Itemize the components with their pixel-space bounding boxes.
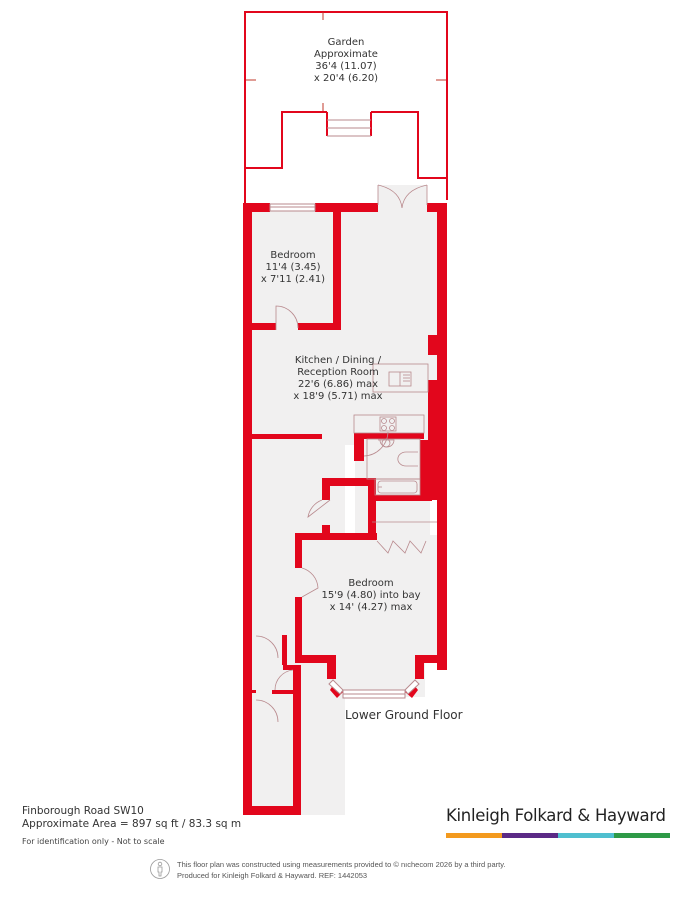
floor-fill	[245, 205, 445, 815]
kitchen-units	[353, 363, 429, 434]
brand-name: Kinleigh Folkard & Hayward	[446, 806, 666, 825]
kitchen-dim1: 22'6 (6.86) max	[297, 379, 379, 390]
bedroom1-name: Bedroom	[270, 250, 316, 261]
floor-name: Lower Ground Floor	[345, 708, 463, 722]
garden-approx: Approximate	[314, 49, 378, 60]
garden-label: Garden Approximate 36'4 (11.07) x 20'4 (…	[296, 37, 396, 85]
kitchen-name2: Reception Room	[297, 367, 379, 378]
garden-steps	[327, 119, 371, 137]
bedroom1-dim2: x 7'11 (2.41)	[260, 274, 326, 285]
bedroom2-dim1: 15'9 (4.80) into bay	[321, 590, 421, 601]
garden-dim2: x 20'4 (6.20)	[313, 73, 379, 84]
kitchen-dim2: x 18'9 (5.71) max	[293, 391, 383, 402]
garden-dimension-arrows	[246, 12, 446, 111]
footer-text: This floor plan was constructed using me…	[177, 859, 505, 881]
approximate-area: Approximate Area = 897 sq ft / 83.3 sq m	[22, 818, 242, 830]
windows	[269, 203, 316, 212]
bedroom1-label: Bedroom 11'4 (3.45) x 7'11 (2.41)	[252, 250, 334, 286]
walls	[243, 203, 447, 815]
brand-bar-green	[614, 833, 670, 838]
garden-outline	[244, 11, 448, 203]
garden-name: Garden	[327, 37, 365, 48]
person-icon	[150, 859, 170, 879]
kitchen-label: Kitchen / Dining / Reception Room 22'6 (…	[278, 355, 398, 403]
footer-line2: Produced for Kinleigh Folkard & Hayward.…	[177, 871, 368, 880]
bedroom2-label: Bedroom 15'9 (4.80) into bay x 14' (4.27…	[306, 578, 436, 614]
street-address: Finborough Road SW10	[22, 805, 144, 817]
address-block: Finborough Road SW10 Approximate Area = …	[22, 805, 241, 848]
bedroom2-dim2: x 14' (4.27) max	[329, 602, 413, 613]
brand-logo: Kinleigh Folkard & Hayward	[446, 806, 670, 838]
brand-bar-teal	[558, 833, 614, 838]
brand-color-bar	[446, 833, 670, 838]
footer: This floor plan was constructed using me…	[150, 858, 550, 884]
bay-windows	[328, 679, 420, 699]
brand-bar-orange	[446, 833, 502, 838]
garden-dim1: 36'4 (11.07)	[315, 61, 377, 72]
bedroom1-dim1: 11'4 (3.45)	[265, 262, 321, 273]
bedroom2-name: Bedroom	[348, 578, 394, 589]
french-doors	[377, 184, 428, 209]
kitchen-name1: Kitchen / Dining /	[294, 355, 382, 366]
bathroom-fixtures	[366, 438, 421, 496]
footer-line1: This floor plan was constructed using me…	[177, 860, 506, 869]
disclaimer: For identification only - Not to scale	[22, 837, 165, 846]
brand-bar-purple	[502, 833, 558, 838]
door-swings	[255, 305, 427, 723]
